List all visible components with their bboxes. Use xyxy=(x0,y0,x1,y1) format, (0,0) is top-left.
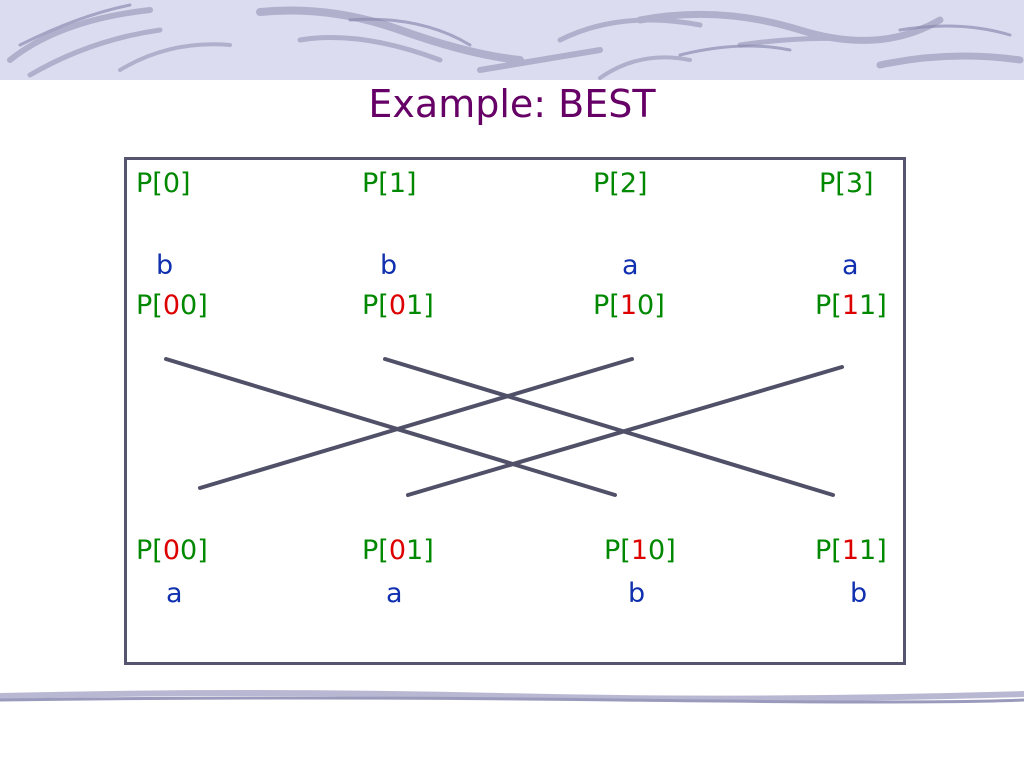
bit-highlight: 1 xyxy=(842,535,859,566)
bottom-label-p01: P[01] xyxy=(362,535,434,566)
bit-highlight: 0 xyxy=(389,535,406,566)
edge-line xyxy=(200,359,632,488)
bottom-char-2: b xyxy=(628,578,645,609)
bottom-char-3: b xyxy=(850,578,867,609)
bit-highlight: 0 xyxy=(163,535,180,566)
edge-line xyxy=(166,359,615,495)
bottom-label-p00: P[00] xyxy=(136,535,208,566)
bottom-char-0: a xyxy=(166,578,183,609)
bottom-label-p10: P[10] xyxy=(604,535,676,566)
bit-highlight: 1 xyxy=(631,535,648,566)
footer-rule-decoration xyxy=(0,684,1024,714)
bottom-char-1: a xyxy=(386,578,403,609)
bottom-label-p11: P[11] xyxy=(815,535,887,566)
edge-line xyxy=(385,359,833,495)
